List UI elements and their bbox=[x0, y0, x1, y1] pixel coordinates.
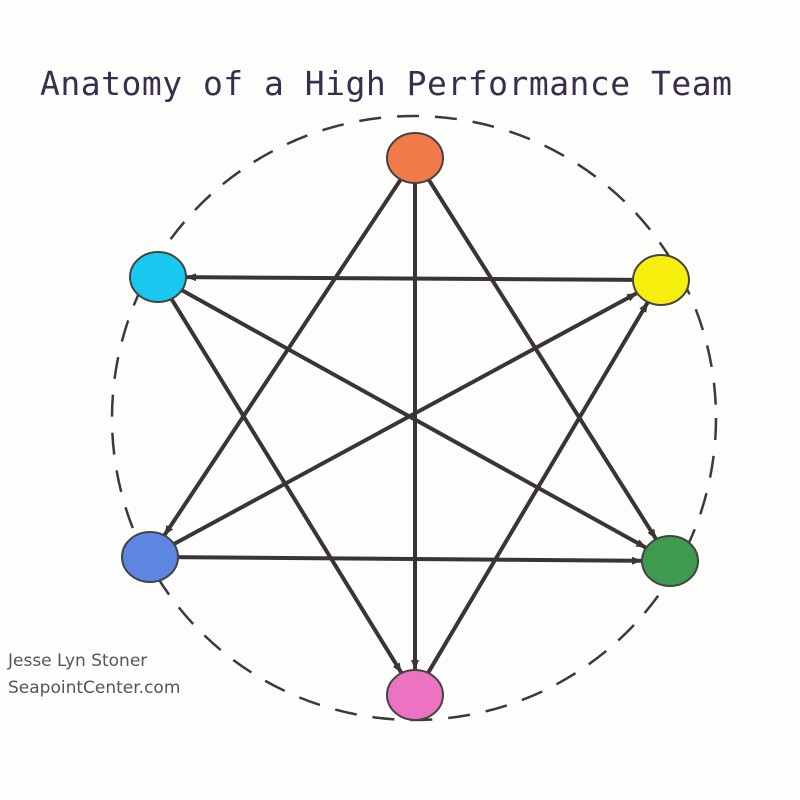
node-yellow bbox=[632, 254, 690, 306]
arrow-orange-to-blue bbox=[162, 172, 407, 537]
page-title: Anatomy of a High Performance Team bbox=[40, 64, 733, 103]
node-cyan bbox=[129, 251, 187, 303]
node-green bbox=[641, 535, 699, 587]
credit-website: SeapointCenter.com bbox=[8, 678, 181, 698]
team-member-nodes bbox=[121, 132, 699, 721]
credit-author: Jesse Lyn Stoner bbox=[8, 651, 148, 671]
arrow-cyan-to-green bbox=[174, 285, 648, 550]
node-orange bbox=[386, 132, 444, 184]
connection-lines bbox=[162, 172, 658, 681]
arrow-yellow-to-cyan bbox=[184, 273, 642, 282]
arrow-orange-to-green bbox=[423, 172, 658, 541]
arrow-blue-to-yellow bbox=[166, 291, 639, 549]
arrow-blue-to-green bbox=[169, 555, 644, 565]
arrow-pink-to-yellow bbox=[423, 300, 650, 681]
node-pink bbox=[386, 669, 444, 721]
node-blue bbox=[121, 531, 179, 583]
arrow-cyan-to-pink bbox=[166, 291, 404, 675]
